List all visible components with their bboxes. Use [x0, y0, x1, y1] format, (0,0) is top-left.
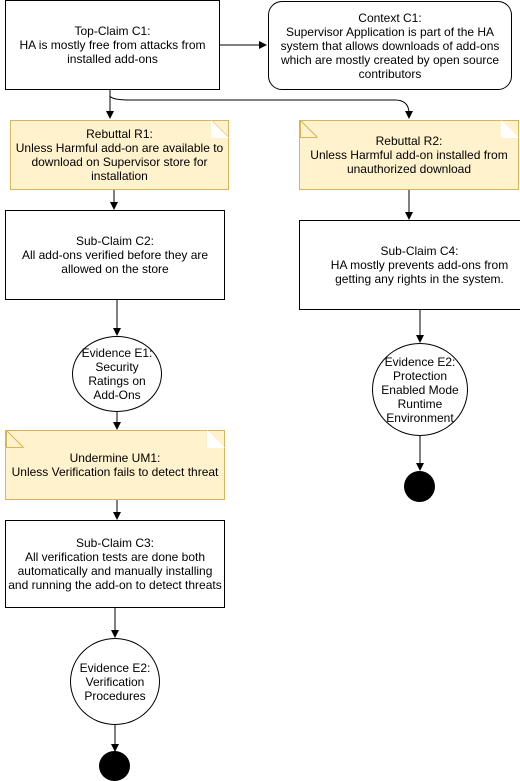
- evidence-e2-left-line: Verification: [85, 674, 145, 689]
- context-heading: Context C1:: [358, 10, 422, 25]
- context-line: contributors: [358, 66, 422, 81]
- evidence-e2-left-heading: Evidence E2:: [79, 660, 151, 675]
- rebuttal-r2-heading: Rebuttal R2:: [375, 134, 443, 148]
- evidence-e2-right-line: Protection: [392, 368, 447, 383]
- rebuttal-r1-line: installation: [91, 169, 148, 183]
- evidence-e1-line: Ratings on: [88, 374, 146, 388]
- sub-claim-c2-heading: Sub-Claim C2:: [75, 234, 154, 248]
- context-c1[interactable]: Context C1: Supervisor Application is pa…: [268, 1, 512, 90]
- sub-claim-c4-line: getting any rights in the system.: [335, 272, 504, 286]
- top-claim-heading: Top-Claim C1:: [74, 24, 151, 38]
- sub-claim-c2[interactable]: Sub-Claim C2: All add-ons verified befor…: [5, 210, 225, 300]
- sub-claim-c2-line: allowed on the store: [61, 262, 169, 276]
- rebuttal-r1-line: download on Supervisor store for: [31, 155, 208, 169]
- evidence-e2-right-line: Environment: [386, 410, 454, 425]
- sub-claim-c2-line: All add-ons verified before they are: [21, 248, 209, 262]
- evidence-e2-left-line: Procedures: [84, 688, 146, 703]
- evidence-e1-heading: Evidence E1:: [81, 346, 153, 360]
- undermine-um1-heading: Undermine UM1:: [69, 451, 161, 465]
- undermine-um1-line: Unless Verification fails to detect thre…: [11, 465, 219, 479]
- note-fold-icon: [6, 430, 24, 448]
- note-fold-icon: [211, 120, 229, 138]
- context-line: Supervisor Application is part of the HA: [285, 24, 495, 39]
- evidence-e2-right-line: Enabled Mode: [381, 382, 459, 397]
- end-terminator-right: [404, 471, 435, 502]
- evidence-e2-right-line: Runtime: [397, 396, 443, 411]
- undermine-um1[interactable]: Undermine UM1: Unless Verification fails…: [5, 430, 225, 500]
- rebuttal-r1-heading: Rebuttal R1:: [86, 127, 153, 141]
- connector-c1-r2: [109, 95, 413, 119]
- top-claim-c1[interactable]: Top-Claim C1: HA is mostly free from att…: [5, 0, 220, 90]
- top-claim-line: installed add-ons: [67, 52, 158, 66]
- end-terminator-left: [99, 751, 130, 781]
- evidence-e1[interactable]: Evidence E1: Security Ratings on Add-Ons: [72, 336, 162, 412]
- sub-claim-c4-line: HA mostly prevents add-ons from: [330, 258, 509, 272]
- evidence-e2-protection[interactable]: Evidence E2: Protection Enabled Mode Run…: [372, 343, 468, 436]
- sub-claim-c3-line: automatically and manually installing: [17, 564, 213, 578]
- sub-claim-c4[interactable]: Sub-Claim C4: HA mostly prevents add-ons…: [299, 220, 520, 310]
- evidence-e2-right-heading: Evidence E2:: [384, 354, 456, 369]
- context-line: system that allows downloads of add-ons: [280, 38, 500, 53]
- sub-claim-c3[interactable]: Sub-Claim C3: All verification tests are…: [5, 520, 225, 608]
- rebuttal-r2-line: Unless Harmful add-on installed from: [310, 148, 508, 162]
- evidence-e2-verification[interactable]: Evidence E2: Verification Procedures: [70, 638, 160, 725]
- context-line: which are mostly created by open source: [280, 52, 500, 67]
- sub-claim-c3-line: All verification tests are done both: [24, 550, 206, 564]
- sub-claim-c3-heading: Sub-Claim C3:: [75, 536, 155, 550]
- rebuttal-r1[interactable]: Rebuttal R1: Unless Harmful add-on are a…: [10, 120, 229, 190]
- sub-claim-c4-heading: Sub-Claim C4:: [380, 244, 459, 258]
- evidence-e1-line: Add-Ons: [93, 388, 141, 402]
- top-claim-line: HA is mostly free from attacks from: [19, 38, 206, 52]
- rebuttal-r1-line: Unless Harmful add-on are available to: [15, 141, 224, 155]
- rebuttal-r2[interactable]: Rebuttal R2: Unless Harmful add-on insta…: [299, 120, 519, 190]
- rebuttal-r2-line: unauthorized download: [346, 162, 472, 176]
- sub-claim-c3-line: and running the add-on to detect threats: [8, 578, 222, 592]
- evidence-e1-line: Security: [95, 360, 139, 374]
